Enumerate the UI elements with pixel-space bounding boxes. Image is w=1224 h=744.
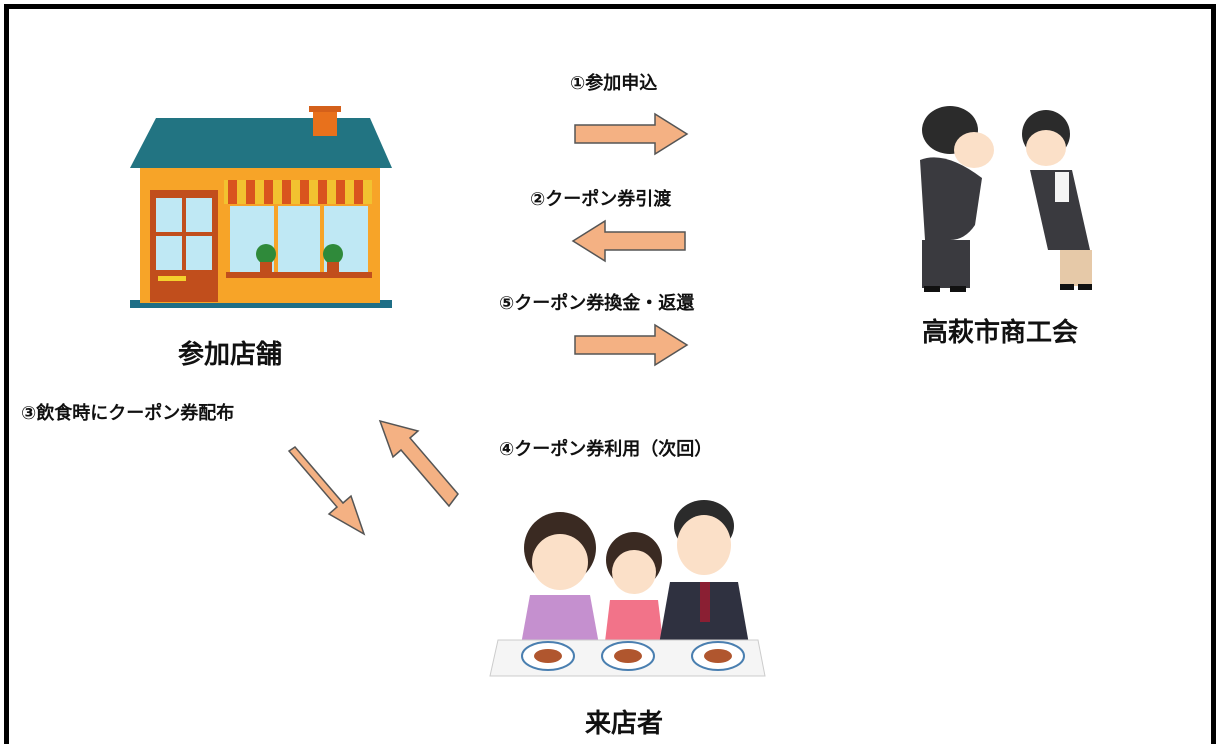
arrow-redeem-right-icon <box>574 323 689 367</box>
flow-distribute-label: ③飲食時にクーポン券配布 <box>21 403 235 424</box>
flow-hand-label: ②クーポン券引渡 <box>530 189 672 210</box>
arrow-distribute-down-icon <box>287 446 366 536</box>
customers-label: 来店者 <box>585 709 664 739</box>
arrow-apply-right-icon <box>574 112 689 156</box>
bowing-staff-illustration <box>920 106 1092 292</box>
diagram-frame <box>4 4 1216 744</box>
flow-use-label: ④クーポン券利用（次回） <box>499 439 713 460</box>
arrow-use-up-icon <box>378 419 459 508</box>
arrow-hand-left-icon <box>571 219 686 263</box>
shop-label: 参加店舗 <box>178 340 283 370</box>
flow-apply-label: ①参加申込 <box>570 73 658 94</box>
family-dining-illustration <box>489 500 766 677</box>
flow-redeem-label: ⑤クーポン券換金・返還 <box>499 293 695 314</box>
shop-illustration <box>130 106 392 308</box>
chamber-label: 高萩市商工会 <box>922 318 1079 348</box>
